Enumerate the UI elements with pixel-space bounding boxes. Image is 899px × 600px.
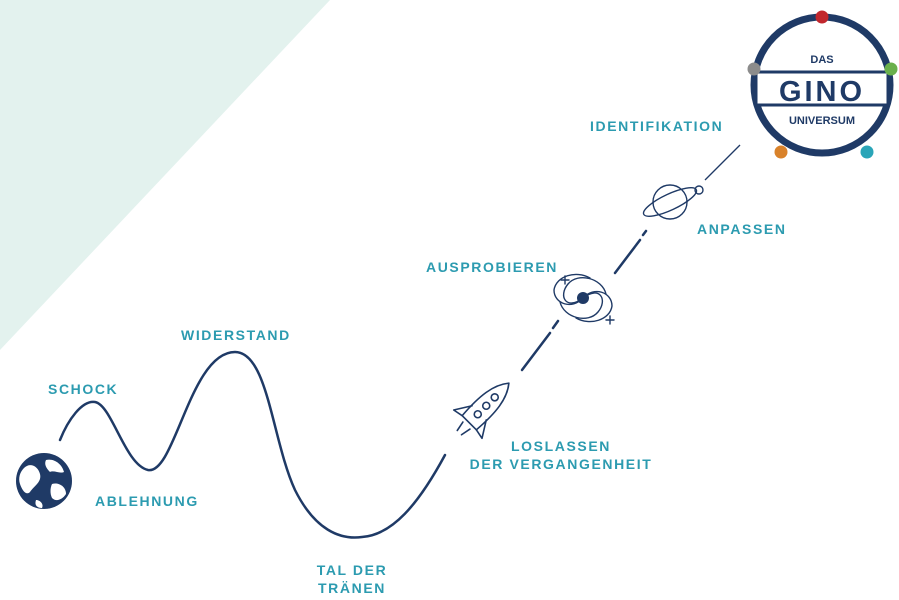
globe-icon <box>16 453 72 509</box>
galaxy-icon <box>553 273 615 325</box>
stage-label-anpassen: ANPASSEN <box>697 221 787 237</box>
stage-label-tal-line2: TRÄNEN <box>318 580 386 596</box>
stage-label-widerstand: WIDERSTAND <box>181 327 291 343</box>
stage-label-loslassen-line2: DER VERGANGENHEIT <box>469 456 653 472</box>
logo-dot-teal <box>860 145 874 159</box>
stage-label-loslassen: LOSLASSEN DER VERGANGENHEIT <box>466 437 656 473</box>
logo-bottom-text: UNIVERSUM <box>789 115 855 127</box>
stage-label-identifikation: IDENTIFIKATION <box>590 118 724 134</box>
logo-dot-red <box>815 10 829 24</box>
logo-dot-green <box>884 62 898 76</box>
stage-label-tal-der-traenen: TAL DER TRÄNEN <box>300 561 404 597</box>
journey-trail <box>520 229 648 372</box>
background-shape <box>0 0 330 350</box>
logo-badge: DAS GINO UNIVERSUM <box>747 10 898 159</box>
identification-line <box>704 144 741 181</box>
planet-icon <box>642 184 704 220</box>
logo-main-text: GINO <box>779 76 865 108</box>
stage-label-ausprobieren: AUSPROBIEREN <box>426 259 558 275</box>
stage-label-tal-line1: TAL DER <box>316 562 388 578</box>
logo-dot-grey <box>747 62 761 76</box>
journey-curve <box>58 350 447 539</box>
stage-label-schock: SCHOCK <box>48 381 119 397</box>
rocket-icon <box>452 382 510 440</box>
stage-label-loslassen-line1: LOSLASSEN <box>511 438 611 454</box>
logo-dot-orange <box>774 145 788 159</box>
logo-top-text: DAS <box>810 54 833 66</box>
stage-label-ablehnung: ABLEHNUNG <box>95 493 199 509</box>
